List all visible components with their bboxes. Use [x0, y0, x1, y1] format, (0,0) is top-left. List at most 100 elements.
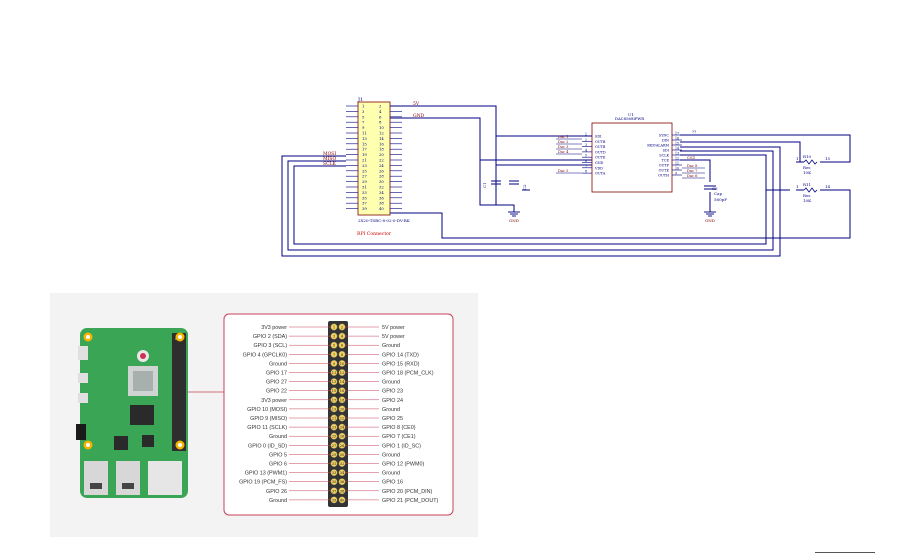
r11-ref: R11 [803, 182, 811, 187]
pin-dot-odd [330, 469, 338, 477]
pin-dot-odd [330, 441, 338, 449]
pin-number-odd: 15 [332, 389, 337, 393]
pin-number-odd: 31 [332, 462, 337, 466]
pin-label-left: GPIO 19 (PCM_FS) [239, 480, 287, 486]
connector-pin-even: 20 [379, 152, 384, 157]
pin-label-left: GPIO 2 (SDA) [253, 334, 287, 340]
pin-number-odd: 11 [332, 371, 337, 375]
ic-right-pin-name: OUTH [658, 174, 669, 178]
gnd-label-1: GND [509, 218, 519, 223]
pin-dot-odd [330, 478, 338, 486]
ic-left-pin-number: 1 [585, 133, 587, 137]
pin-number-even: 22 [340, 417, 345, 421]
ic-right-pin-number: 11 [675, 162, 679, 166]
ic-right-pin-number: 9 [675, 172, 677, 176]
ic-left-pin-name: OUTE [595, 156, 606, 160]
cap-c3-value: 560pF [714, 197, 727, 202]
pin-dot-odd [330, 350, 338, 358]
connector-pin-odd: 21 [362, 158, 367, 163]
connector-pin-even: 6 [379, 114, 382, 119]
pin-number-odd: 3 [333, 335, 336, 339]
dac-net-label: Dac 6 [687, 174, 698, 178]
cap-c2-ref: C2 [522, 184, 527, 190]
connector-pin-even: 10 [379, 125, 384, 130]
pin-number-odd: 35 [332, 480, 337, 484]
pin-label-right: GPIO 18 (PCM_CLK) [382, 371, 434, 377]
ic-right-pin-name: OUTE [659, 169, 670, 173]
pin-dot-odd [330, 369, 338, 376]
net-5v: 5V [413, 101, 420, 107]
connector-pin-odd: 23 [362, 163, 367, 168]
ic-left-pin-name: SDI [595, 135, 602, 139]
pin-label-left: 3V3 power [261, 325, 287, 331]
pin-label-left: Ground [269, 361, 287, 367]
pin-number-even: 12 [340, 371, 345, 375]
pin-label-left: GPIO 10 (MOSI) [247, 407, 287, 413]
pin-number-even: 36 [340, 480, 345, 484]
connector-pin-odd: 27 [362, 174, 367, 179]
r10-pin-right: 15 [825, 156, 831, 161]
ic-right-pin-number: 15 [675, 142, 679, 146]
pin-number-even: 38 [340, 489, 345, 493]
connector-pin-even: 12 [379, 131, 384, 136]
r11-pin-left: 1 [796, 184, 799, 189]
connector-pin-odd: 17 [362, 147, 367, 152]
pin-label-right: 5V power [382, 334, 405, 340]
pin-label-right: GPIO 25 [382, 416, 403, 422]
dac-ic: U1 DAC8568IPWR SDI1OUTB2OUTB3OUTD4OUTE5G… [556, 112, 705, 193]
connector-pin-even: 26 [379, 168, 384, 173]
dac-net-label: Dac 5 [558, 169, 569, 173]
wires [281, 105, 851, 257]
ic-part: DAC8568IPWR [615, 116, 644, 121]
pin-label-left: GPIO 26 [266, 489, 287, 495]
cs-label: CS1 [687, 155, 695, 160]
pin-label-right: GPIO 1 (ID_SC) [382, 443, 421, 449]
pin-label-left: GPIO 3 (SCL) [253, 343, 287, 349]
ic-right-pin-number: 17 [675, 132, 679, 136]
pin-number-odd: 23 [332, 426, 337, 430]
ic-ref: U1 [628, 112, 634, 117]
cap-c1-ref: C1 [482, 182, 487, 188]
ic-pins: SDI1OUTB2OUTB3OUTD4OUTE5GND6VDD7OUTA8SYN… [556, 132, 705, 179]
ic-right-pin-number: 16 [675, 137, 679, 141]
ic-left-pin-number: 8 [585, 170, 587, 174]
pin-dot-odd [330, 405, 338, 413]
connector-pin-odd: 37 [362, 201, 367, 206]
pin-number-odd: 19 [332, 407, 337, 411]
pin-label-right: Ground [382, 452, 400, 458]
pin-label-right: Ground [382, 471, 400, 477]
connector-pin-odd: 15 [362, 141, 367, 146]
pin-label-right: GPIO 24 [382, 398, 403, 404]
pin-dot-odd [330, 450, 338, 458]
connector-pin-even: 30 [379, 179, 384, 184]
dac-net-label: Dac 1 [558, 135, 568, 139]
pin-label-right: Ground [382, 343, 400, 349]
pin-label-right: GPIO 7 (CE1) [382, 434, 416, 440]
pin-label-left: GPIO 17 [266, 371, 287, 377]
q-label: ?? [692, 129, 696, 134]
net-mosi: MOSI [323, 151, 336, 157]
pin-number-odd: 37 [332, 489, 337, 493]
pin-number-odd: 1 [333, 326, 335, 330]
pin-number-odd: 39 [332, 498, 337, 502]
raspberry-pi-board-image [76, 328, 188, 498]
capacitor-c3 [704, 185, 716, 190]
pin-label-right: GPIO 14 (TXD) [382, 352, 419, 358]
cap-c3-name: Cap [714, 191, 722, 196]
connector-pin-odd: 31 [362, 185, 367, 190]
net-sclk: SCLK [323, 161, 337, 167]
pin-label-right: GPIO 8 (CE0) [382, 425, 416, 431]
pin-label-left: GPIO 6 [269, 462, 287, 468]
connector-pin-even: 8 [379, 120, 382, 125]
pin-label-right: GPIO 23 [382, 389, 403, 395]
dac-net-label: Dac 2 [558, 140, 568, 144]
pin-number-even: 34 [340, 471, 345, 475]
ic-right-pin-name: SYNC [659, 134, 670, 138]
pin-number-even: 8 [341, 353, 344, 357]
ic-left-pin-name: OUTB [595, 140, 606, 144]
resistor-r10: 1 R10 Res 10K 15 [796, 154, 831, 175]
pin-number-odd: 25 [332, 435, 337, 439]
pin-number-even: 28 [340, 444, 345, 448]
